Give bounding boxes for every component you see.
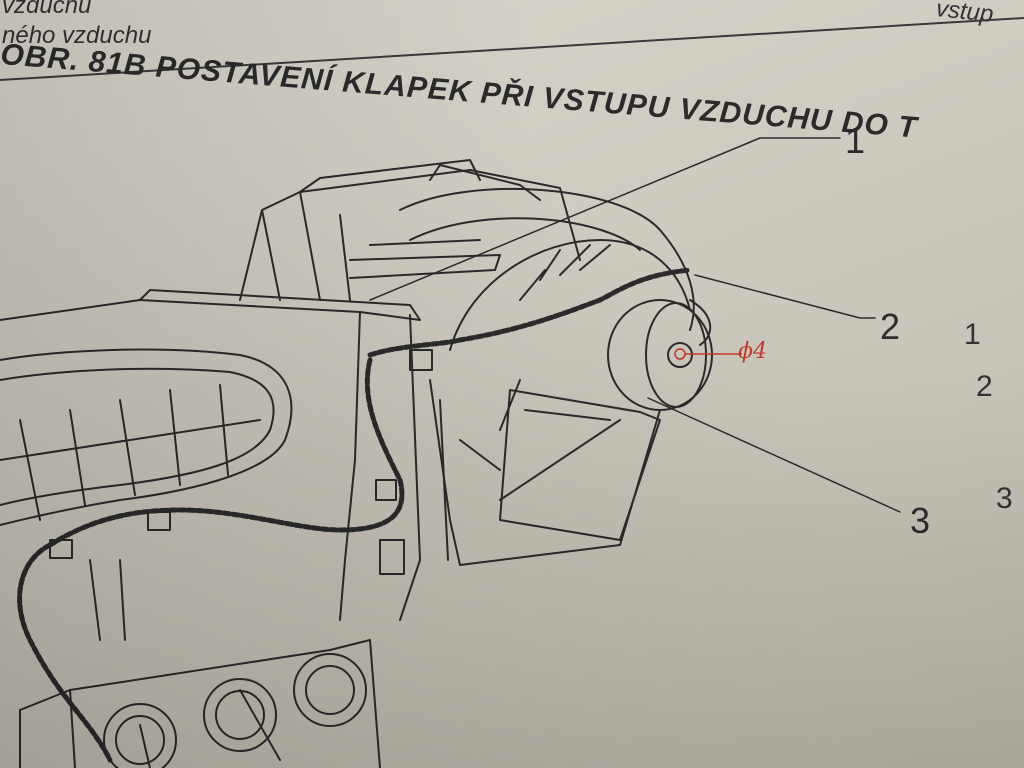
margin-number-2: 2 — [976, 370, 993, 403]
red-annotation-marker — [674, 348, 742, 360]
callout-2: 2 — [880, 306, 901, 347]
top-left-line-2: ného vzduchu — [2, 22, 152, 49]
callout-1: 1 — [845, 120, 866, 161]
margin-number-3: 3 — [996, 482, 1013, 515]
callout-3: 3 — [910, 500, 931, 541]
top-left-line-1: vzduchu — [2, 0, 92, 19]
margin-number-1: 1 — [964, 318, 981, 351]
handwritten-annotation: ϕ4 — [738, 339, 767, 364]
